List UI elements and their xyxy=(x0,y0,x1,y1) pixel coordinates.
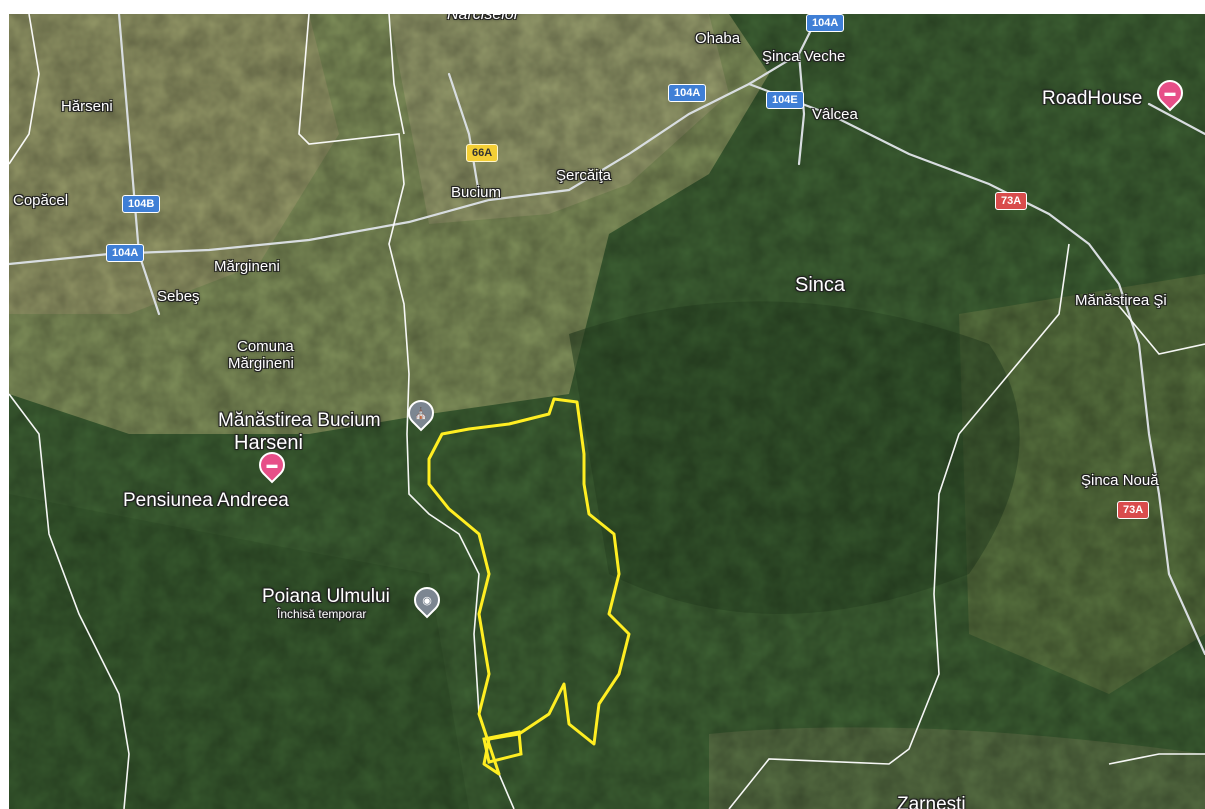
label-sebes: Sebeş xyxy=(157,288,200,305)
label-pensiunea-andreea: Pensiunea Andreea xyxy=(123,490,289,511)
highlighted-area-outline-south[interactable] xyxy=(482,730,523,764)
label-harseni-village: Hărseni xyxy=(61,98,113,115)
road-shield-73a-top: 73A xyxy=(995,192,1028,210)
road-shield-104a-top: 104A xyxy=(806,14,845,32)
label-narciselor: Narciselor xyxy=(447,14,520,23)
satellite-map[interactable]: Narciselor Ohaba Şinca Veche Vâlcea Road… xyxy=(9,14,1205,809)
highlighted-area-outline[interactable] xyxy=(427,397,631,776)
label-manastirea-bucium: Mănăstirea Bucium xyxy=(218,410,381,431)
map-canvas xyxy=(9,14,1205,809)
label-manastirea-s: Mănăstirea Şi xyxy=(1075,292,1167,309)
road-shield-66a: 66A xyxy=(466,144,499,162)
label-zarnesti: Zarnesti xyxy=(897,794,966,809)
roads xyxy=(9,14,1205,656)
label-poiana-ulmului: Poiana Ulmului xyxy=(262,586,390,607)
label-ohaba: Ohaba xyxy=(695,30,741,47)
label-sinca-noua: Şinca Nouă xyxy=(1081,472,1159,489)
label-roadhouse: RoadHouse xyxy=(1042,88,1143,109)
label-poiana-status: Închisă temporar xyxy=(277,607,367,621)
road-shield-104e: 104E xyxy=(766,91,804,109)
label-comuna: Comuna xyxy=(237,338,294,355)
label-valcea: Vâlcea xyxy=(812,106,858,123)
label-sercaita: Şercăiţa xyxy=(556,167,612,184)
label-bucium: Bucium xyxy=(451,184,502,201)
road-shield-104a-mid: 104A xyxy=(668,84,707,102)
boundaries xyxy=(9,14,1205,809)
label-sinca-veche: Şinca Veche xyxy=(762,48,846,65)
label-copacel: Copăcel xyxy=(13,192,69,209)
road-shield-104b: 104B xyxy=(122,195,161,213)
label-comuna-margineni: Mărgineni xyxy=(228,355,294,372)
terrain-texture xyxy=(9,14,1205,809)
label-harseni: Harseni xyxy=(234,432,303,454)
road-shield-104a-left: 104A xyxy=(106,244,145,262)
label-sinca: Sinca xyxy=(795,274,846,296)
road-shield-73a-right: 73A xyxy=(1117,501,1150,519)
label-margineni: Mărgineni xyxy=(214,258,280,275)
